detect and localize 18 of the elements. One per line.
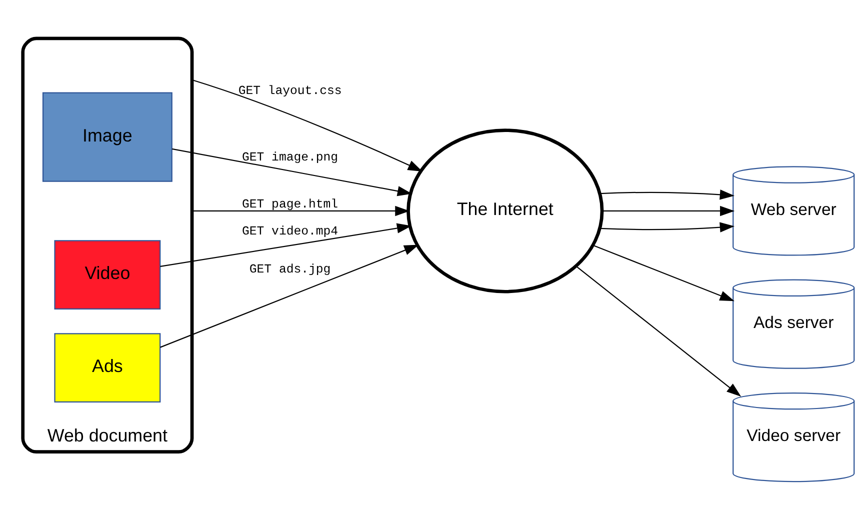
arrow <box>172 148 412 196</box>
edge-label: GET layout.css <box>238 84 342 98</box>
arrow <box>599 189 734 200</box>
arrow <box>592 244 734 301</box>
arrow <box>575 265 741 396</box>
arrow <box>602 205 734 216</box>
edge-label: GET video.mp4 <box>242 224 338 238</box>
edge-label: GET image.png <box>242 150 338 164</box>
arrow <box>599 222 734 232</box>
node-box: Video <box>54 240 160 310</box>
arrow <box>192 205 410 216</box>
edge-label: GET ads.jpg <box>248 262 330 276</box>
edge-label: GET page.html <box>242 196 338 211</box>
arrow <box>160 244 418 348</box>
arrow <box>160 222 412 267</box>
node-box: Ads <box>54 332 160 402</box>
arrow <box>191 78 422 171</box>
node-box: Image <box>42 92 172 182</box>
